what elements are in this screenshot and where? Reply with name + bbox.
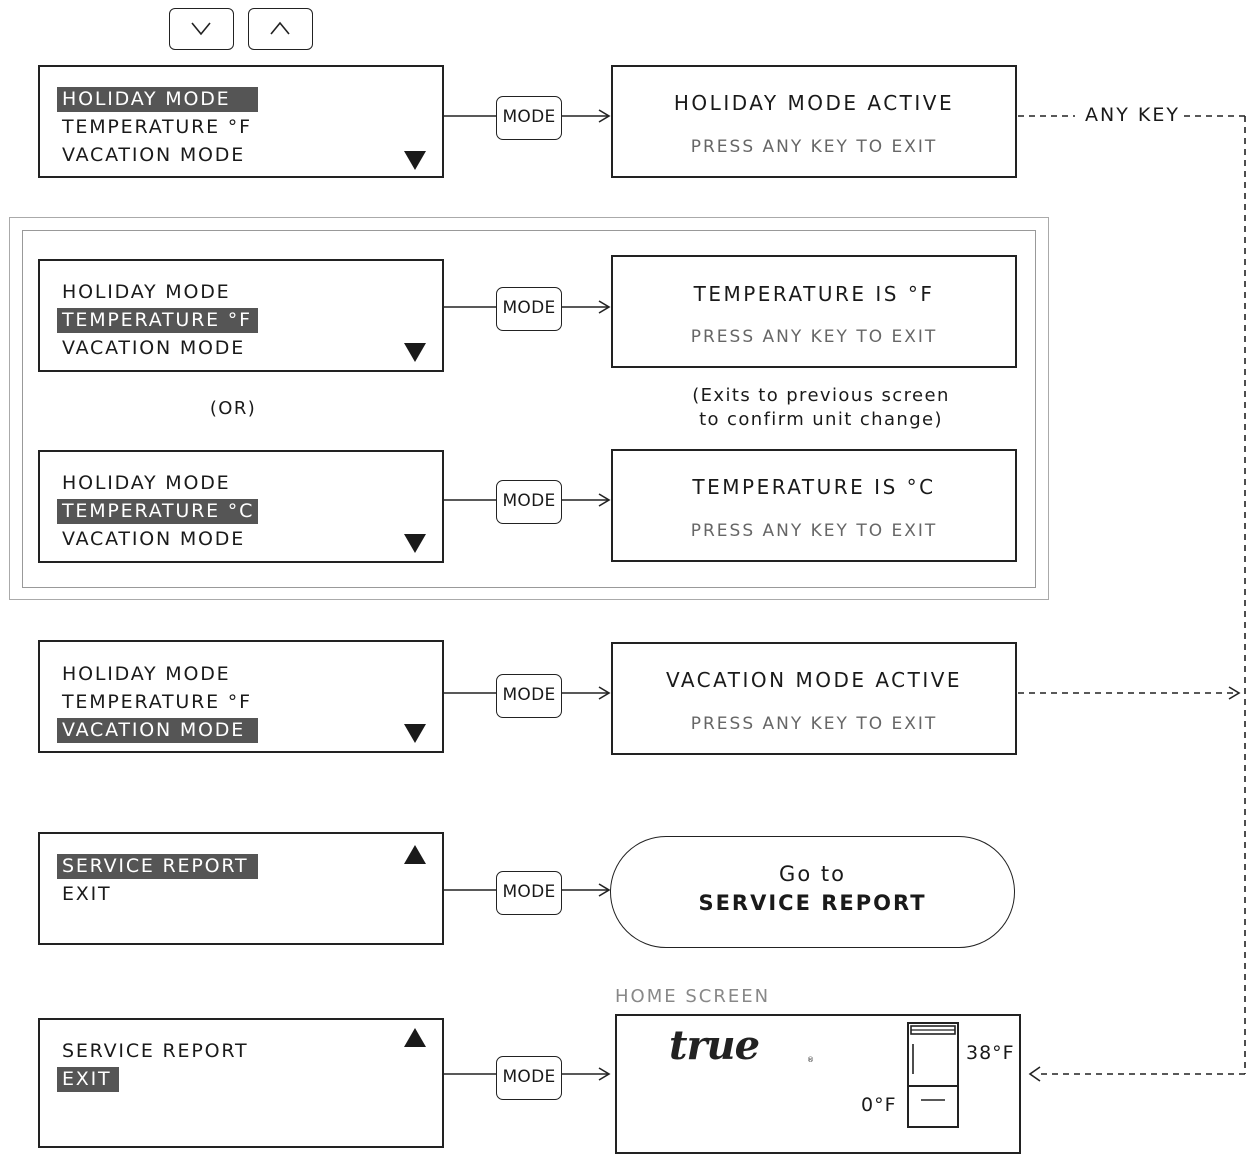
mode-button[interactable]: MODE [496, 674, 562, 718]
menu-item-holiday-mode-selected: HOLIDAY MODE [57, 87, 258, 112]
menu-screen-vacation: HOLIDAY MODE TEMPERATURE °F VACATION MOD… [38, 640, 444, 753]
menu-item-service-report: SERVICE REPORT [62, 1040, 249, 1062]
service-report-label: SERVICE REPORT [698, 891, 927, 915]
menu-screen-service-report: SERVICE REPORT EXIT [38, 832, 444, 945]
scroll-down-triangle-icon [404, 151, 426, 170]
menu-item-vacation-mode: VACATION MODE [62, 528, 246, 550]
temperature-group-frame [9, 217, 1049, 600]
mode-button[interactable]: MODE [496, 96, 562, 140]
registered-mark: ® [807, 1056, 814, 1064]
arrowhead-right-icon [1228, 686, 1241, 700]
chevron-up-icon [270, 21, 290, 35]
unit-change-note-line-2: to confirm unit change) [699, 409, 943, 430]
any-key-label: ANY KEY [1085, 104, 1180, 126]
connector-layer [444, 109, 1246, 1082]
holiday-active-screen: HOLIDAY MODE ACTIVE PRESS ANY KEY TO EXI… [611, 65, 1017, 178]
result-title: TEMPERATURE IS °C [692, 475, 936, 499]
menu-item-holiday-mode: HOLIDAY MODE [62, 281, 231, 303]
go-to-label: Go to [779, 862, 846, 886]
temperature-c-screen: TEMPERATURE IS °C PRESS ANY KEY TO EXIT [611, 449, 1017, 562]
scroll-up-triangle-icon [404, 845, 426, 864]
temperature-f-screen: TEMPERATURE IS °F PRESS ANY KEY TO EXIT [611, 255, 1017, 368]
menu-item-holiday-mode: HOLIDAY MODE [62, 663, 231, 685]
mode-button[interactable]: MODE [496, 287, 562, 331]
result-subtitle: PRESS ANY KEY TO EXIT [690, 521, 938, 541]
menu-item-vacation-mode: VACATION MODE [62, 144, 246, 166]
result-subtitle: PRESS ANY KEY TO EXIT [690, 327, 938, 347]
result-title: HOLIDAY MODE ACTIVE [673, 91, 955, 115]
arrowhead-left-icon [1028, 1066, 1041, 1082]
result-title: VACATION MODE ACTIVE [665, 668, 963, 692]
menu-item-temperature-f-selected: TEMPERATURE °F [57, 308, 258, 333]
menu-item-exit-selected: EXIT [57, 1067, 119, 1092]
up-arrow-button[interactable] [248, 8, 313, 50]
home-screen: true ® 38°F 0°F [615, 1014, 1021, 1154]
or-label: (OR) [209, 398, 257, 419]
freezer-temperature: 0°F [861, 1094, 897, 1116]
temperature-group-inner-frame [22, 230, 1036, 588]
menu-screen-temperature-c: HOLIDAY MODE TEMPERATURE °C VACATION MOD… [38, 450, 444, 563]
mode-button[interactable]: MODE [496, 871, 562, 915]
menu-item-vacation-mode-selected: VACATION MODE [57, 718, 258, 743]
mode-button[interactable]: MODE [496, 480, 562, 524]
result-subtitle: PRESS ANY KEY TO EXIT [690, 137, 938, 157]
scroll-down-triangle-icon [404, 343, 426, 362]
fridge-temperature: 38°F [966, 1042, 1015, 1064]
mode-button[interactable]: MODE [496, 1056, 562, 1100]
menu-screen-exit: SERVICE REPORT EXIT [38, 1018, 444, 1148]
home-screen-caption: HOME SCREEN [615, 986, 771, 1007]
menu-item-exit: EXIT [62, 883, 112, 905]
menu-item-holiday-mode: HOLIDAY MODE [62, 472, 231, 494]
unit-change-note-line-1: (Exits to previous screen [692, 385, 950, 406]
result-subtitle: PRESS ANY KEY TO EXIT [690, 714, 938, 734]
down-arrow-button[interactable] [169, 8, 234, 50]
vacation-active-screen: VACATION MODE ACTIVE PRESS ANY KEY TO EX… [611, 642, 1017, 755]
go-to-service-report-node: Go to SERVICE REPORT [610, 836, 1015, 948]
scroll-down-triangle-icon [404, 534, 426, 553]
menu-screen-holiday: HOLIDAY MODE TEMPERATURE °F VACATION MOD… [38, 65, 444, 178]
refrigerator-icon [907, 1022, 959, 1128]
menu-item-temperature: TEMPERATURE °F [62, 116, 252, 138]
menu-screen-temperature-f: HOLIDAY MODE TEMPERATURE °F VACATION MOD… [38, 259, 444, 372]
scroll-up-triangle-icon [404, 1028, 426, 1047]
scroll-down-triangle-icon [404, 724, 426, 743]
menu-item-temperature-c-selected: TEMPERATURE °C [57, 499, 258, 524]
menu-item-temperature: TEMPERATURE °F [62, 691, 252, 713]
true-logo: true [669, 1022, 760, 1069]
result-title: TEMPERATURE IS °F [693, 282, 935, 306]
menu-item-vacation-mode: VACATION MODE [62, 337, 246, 359]
chevron-down-icon [191, 22, 211, 36]
menu-item-service-report-selected: SERVICE REPORT [57, 854, 258, 879]
